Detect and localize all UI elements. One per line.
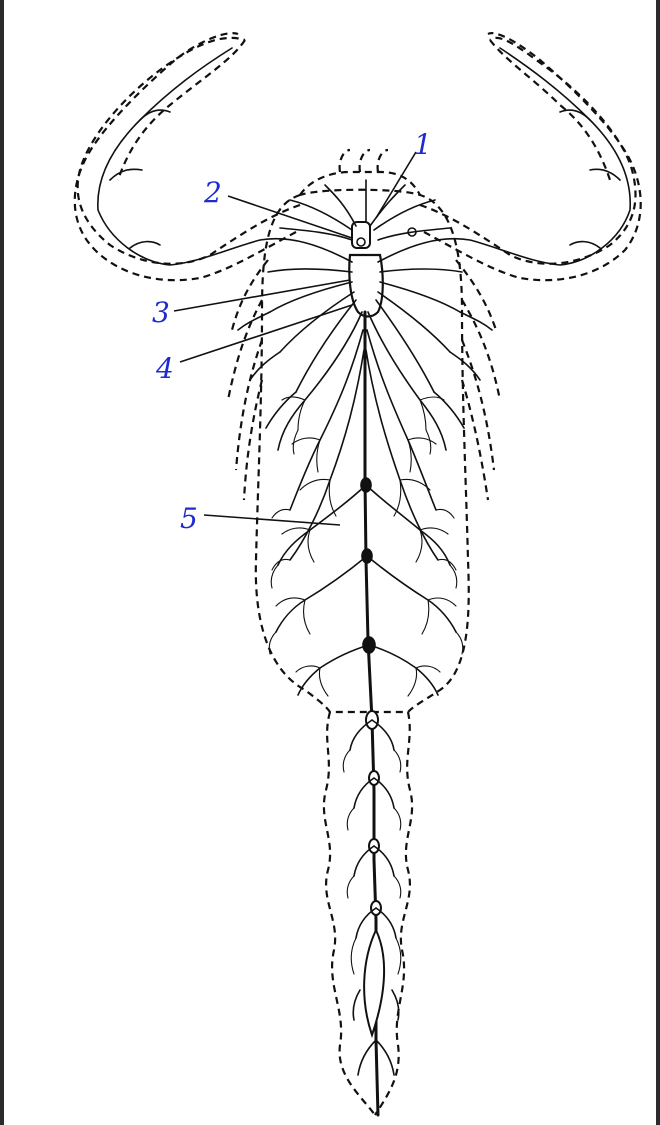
callout-label-1: 1 [414,128,432,161]
callout-label-2: 2 [203,176,222,209]
metasoma-outline-left [324,712,375,1115]
mesosoma-nerve-left [278,485,366,565]
body-outline [75,33,641,1115]
median-eye [357,238,365,246]
mesosoma-nerve-right [369,645,438,695]
callout-line-2 [228,196,352,238]
nerve-twig [276,397,336,696]
callout-label-4: 4 [155,352,174,385]
diagram-sheet: 1 2 3 4 5 [4,0,656,1125]
mesosoma-nerve-right [366,485,450,565]
right-leg-nerve [376,269,462,392]
left-leg-outline-2 [228,300,262,400]
callout-label-3: 3 [152,296,170,329]
terminal-ganglion [364,930,384,1035]
mesosoma-nerve-left [298,645,369,695]
mesosoma-nerve-left [290,330,363,510]
left-leg-outline-3 [236,340,262,470]
mesosoma-nerve-right [367,556,456,632]
nerve-twig [426,430,463,654]
callout-labels: 1 2 3 4 5 [152,128,432,535]
callout-line-5 [204,515,340,525]
metasoma-outline-right [375,712,412,1115]
chelicerae-outline [340,150,388,172]
callout-label-5: 5 [180,502,198,535]
mesosoma-nerve-right [368,312,446,450]
scorpion-nervous-system-diagram: 1 2 3 4 5 [4,0,656,1125]
left-pedipalp-nerve-branch [110,110,170,248]
left-pedipalp-claw [118,40,245,180]
nerve-twig [394,397,456,696]
mesosoma-nerve-left [276,556,367,632]
subesophageal-ganglion [349,255,383,317]
nerve-network [98,48,630,1115]
left-leg-nerve-branch [238,312,296,428]
left-pedipalp-outline [78,38,300,264]
mesosoma-nerve-left [278,312,362,450]
